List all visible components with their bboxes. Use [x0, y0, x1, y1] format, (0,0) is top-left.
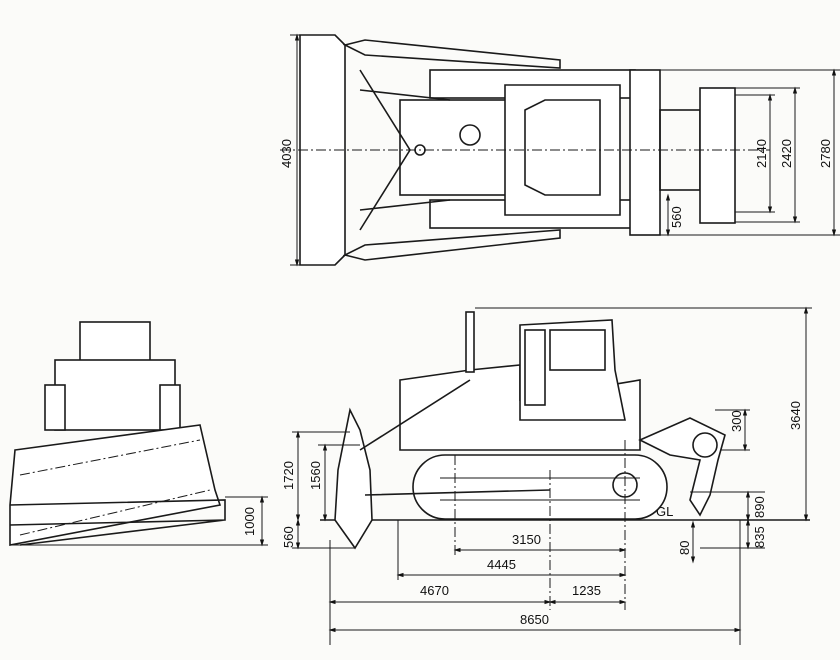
dim-835: 835 — [752, 526, 767, 548]
dim-890: 890 — [752, 496, 767, 518]
dim-560-top: 560 — [669, 206, 684, 228]
dim-2420: 2420 — [779, 139, 794, 168]
dim-4445: 4445 — [487, 557, 516, 572]
dim-1560: 1560 — [308, 461, 323, 490]
top-view: 4030 2140 2420 2780 560 — [279, 33, 840, 267]
dim-4030: 4030 — [279, 139, 294, 168]
dim-3150: 3150 — [512, 532, 541, 547]
top-cab — [504, 84, 621, 216]
side-view: GL 3640 300 890 835 80 1720 1560 560 315… — [281, 306, 812, 645]
side-ripper — [638, 417, 726, 517]
top-ripper-beam — [699, 87, 736, 224]
dim-80: 80 — [677, 541, 692, 555]
dim-300: 300 — [729, 410, 744, 432]
dim-1000: 1000 — [242, 507, 257, 536]
side-track — [412, 454, 668, 520]
top-body — [399, 99, 521, 196]
dim-1235: 1235 — [572, 583, 601, 598]
dim-4670: 4670 — [420, 583, 449, 598]
dim-560-side: 560 — [281, 526, 296, 548]
dim-2140: 2140 — [754, 139, 769, 168]
front-blade — [9, 424, 222, 546]
front-view: 1000 — [9, 321, 268, 547]
side-blade — [334, 407, 373, 550]
dim-2780: 2780 — [818, 139, 833, 168]
dim-8650: 8650 — [520, 612, 549, 627]
dim-3640: 3640 — [788, 401, 803, 430]
dim-1720: 1720 — [281, 461, 296, 490]
